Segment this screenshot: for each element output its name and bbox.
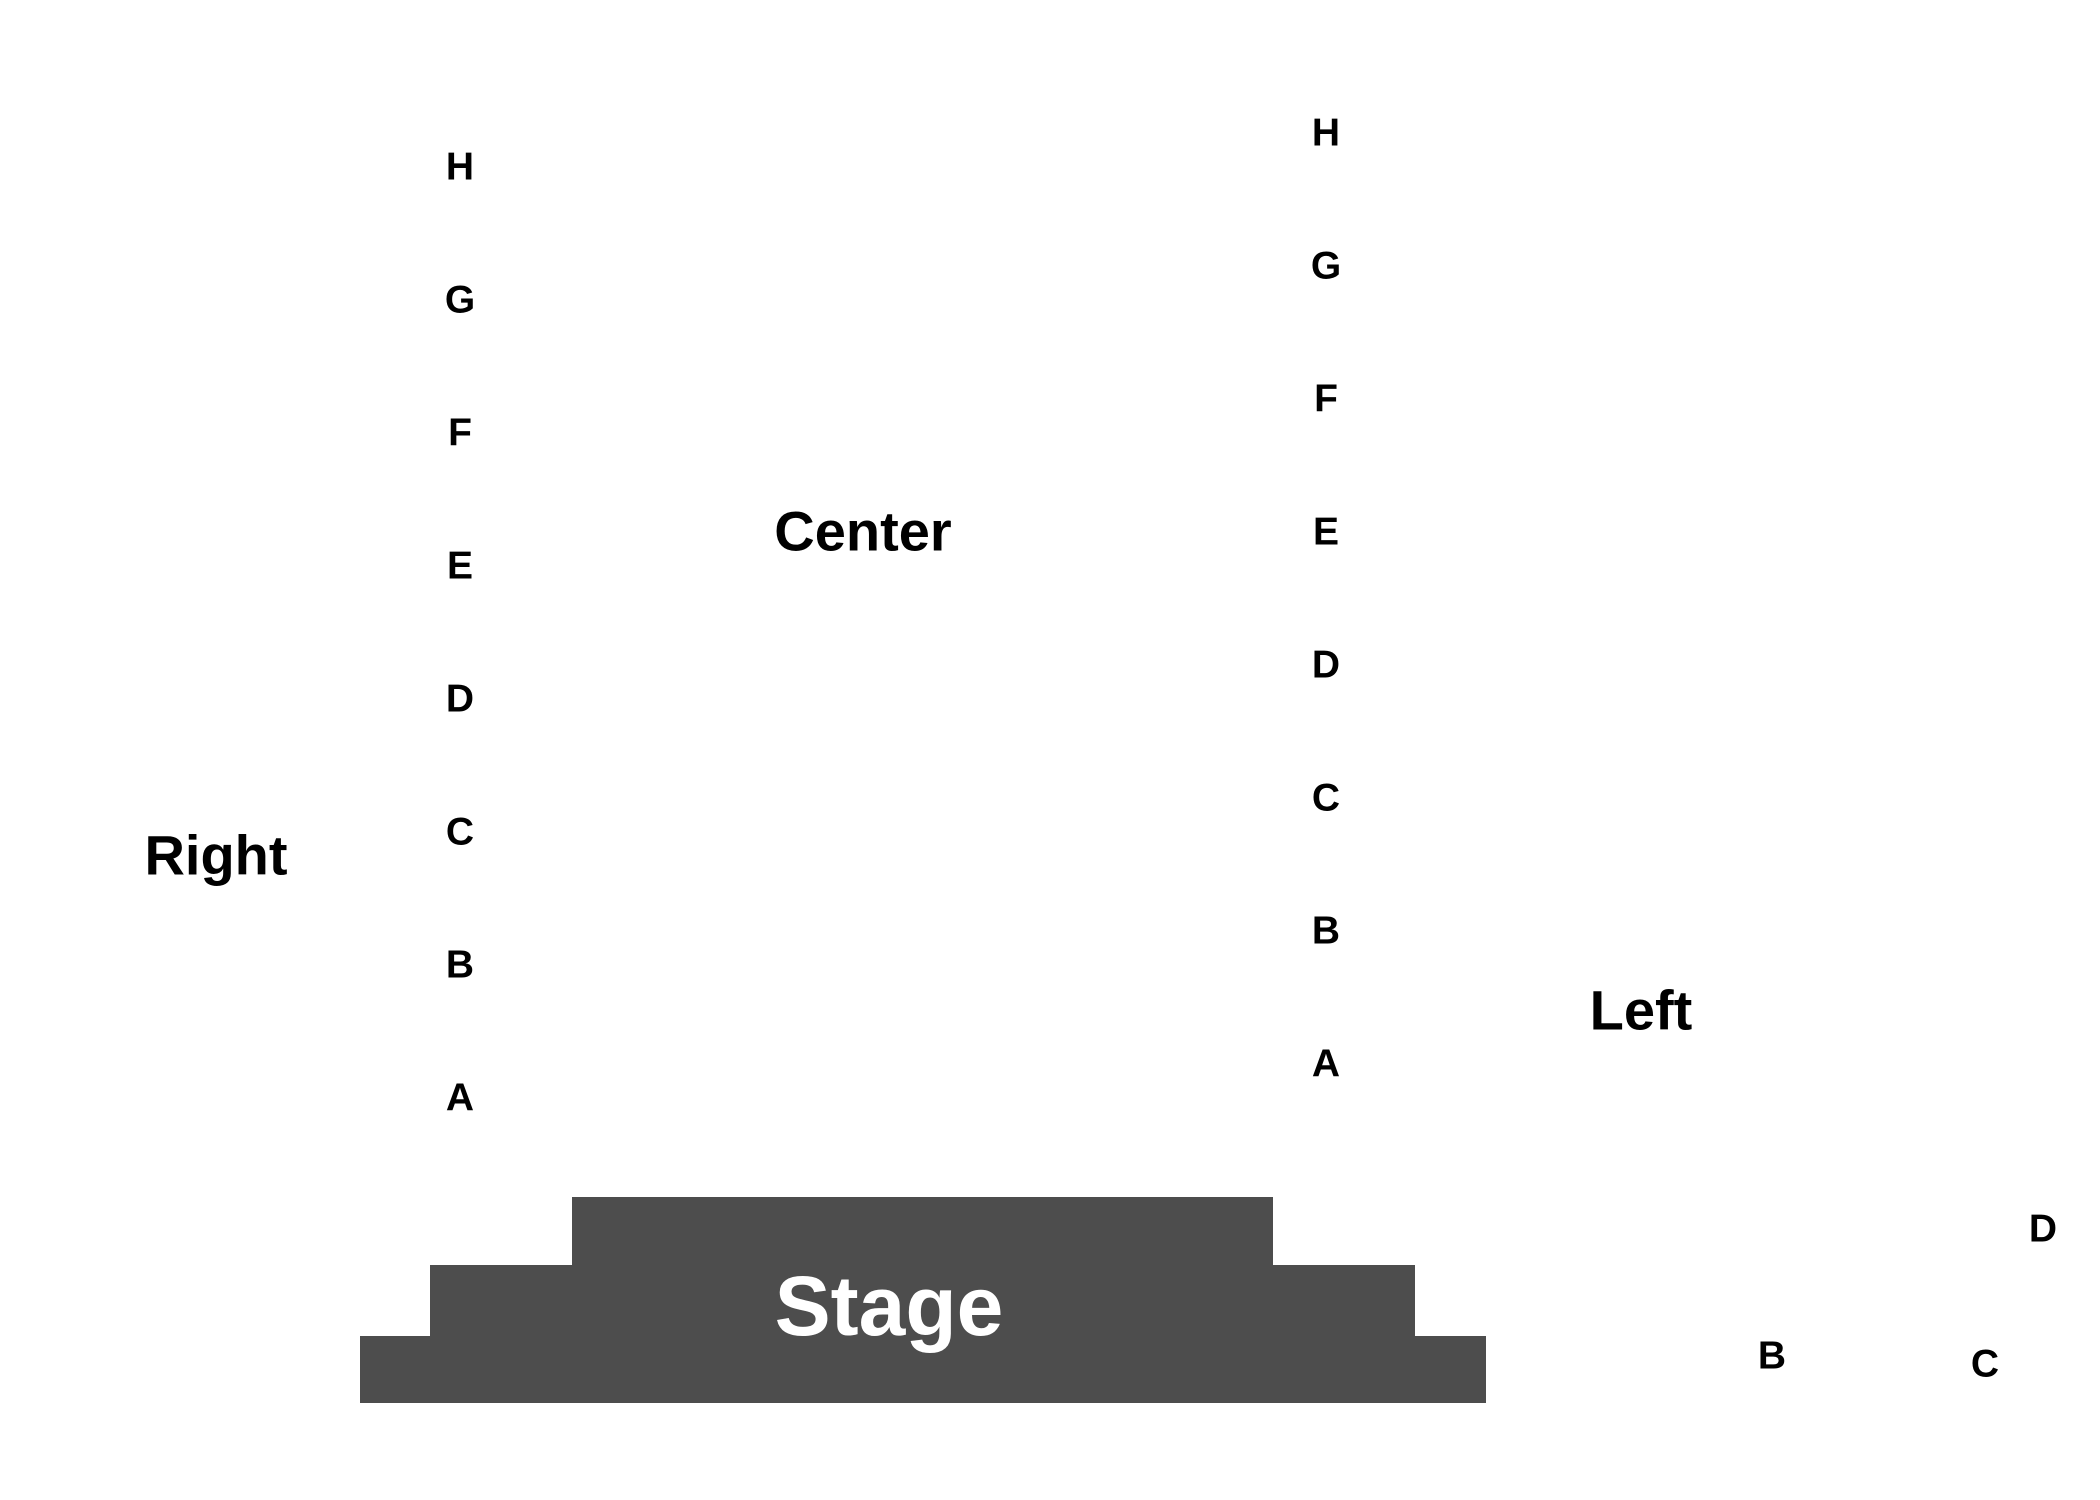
row-label-right-b[interactable]: B (446, 944, 474, 987)
row-label-right-h[interactable]: H (446, 146, 474, 189)
section-label-center[interactable]: Center (774, 500, 951, 563)
row-label-center-h[interactable]: H (1312, 112, 1340, 155)
stage-label: Stage (775, 1259, 1004, 1353)
section-label-right[interactable]: Right (144, 824, 287, 887)
row-label-right-g[interactable]: G (445, 279, 475, 322)
row-label-left-c[interactable]: C (1971, 1343, 1999, 1386)
row-label-center-e[interactable]: E (1313, 511, 1339, 554)
row-label-right-f[interactable]: F (448, 412, 472, 455)
row-label-center-a[interactable]: A (1312, 1043, 1340, 1086)
stage-tier-top (572, 1197, 1273, 1267)
row-label-center-b[interactable]: B (1312, 910, 1340, 953)
row-label-center-f[interactable]: F (1314, 378, 1338, 421)
row-label-center-d[interactable]: D (1312, 644, 1340, 687)
row-label-right-d[interactable]: D (446, 678, 474, 721)
row-label-right-e[interactable]: E (447, 545, 473, 588)
row-label-right-a[interactable]: A (446, 1077, 474, 1120)
right-section-rows: H G F E D C B A (445, 146, 475, 1120)
row-label-left-d[interactable]: D (2029, 1208, 2057, 1251)
row-label-center-g[interactable]: G (1311, 245, 1341, 288)
row-label-right-c[interactable]: C (446, 811, 474, 854)
stage[interactable]: Stage (360, 1197, 1486, 1403)
stage-tier-middle (430, 1265, 1415, 1338)
stage-tier-bottom (360, 1336, 1486, 1403)
row-label-left-b[interactable]: B (1758, 1335, 1786, 1378)
left-section-rows: D B C (1758, 1208, 2057, 1386)
center-section-rows: H G F E D C B A (1311, 112, 1341, 1086)
section-label-left[interactable]: Left (1590, 979, 1693, 1042)
row-label-center-c[interactable]: C (1312, 777, 1340, 820)
